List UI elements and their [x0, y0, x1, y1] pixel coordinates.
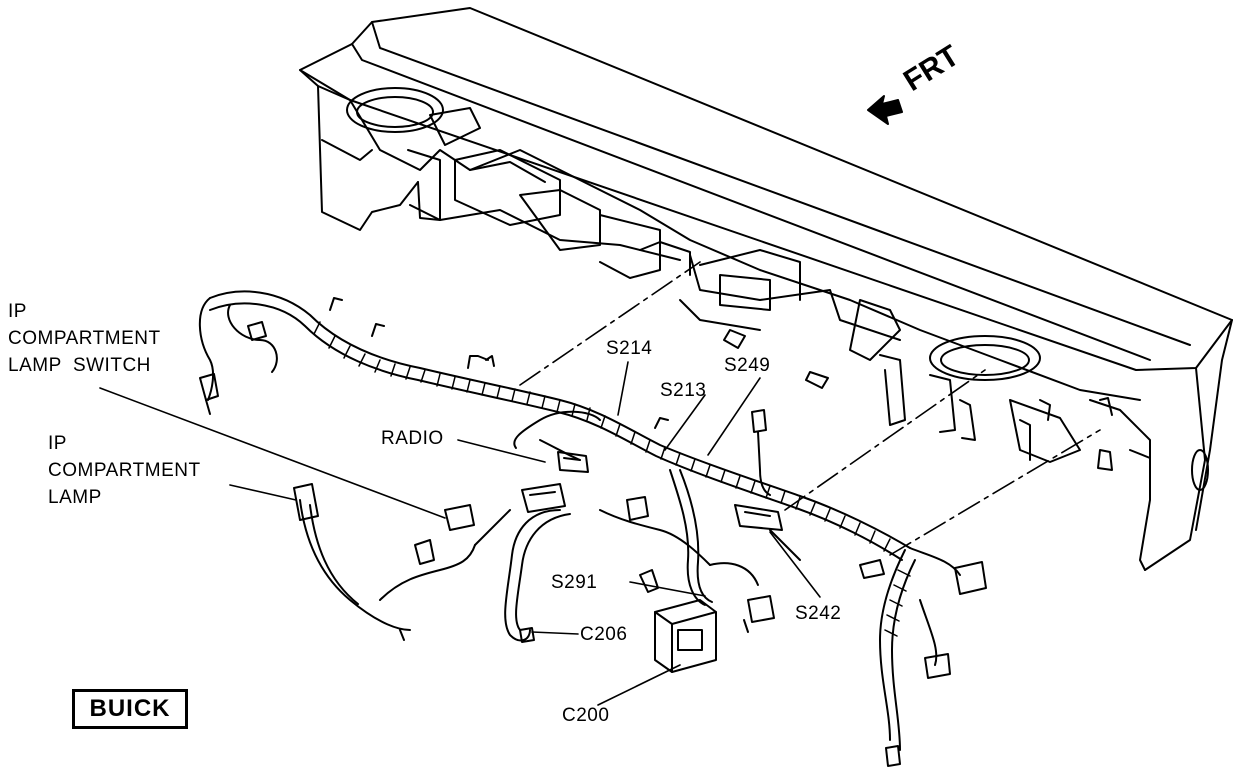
radio-label: RADIO [381, 428, 444, 449]
s213-label: S213 [660, 380, 707, 401]
wiring-harness [198, 290, 987, 767]
c206-label: C206 [580, 624, 628, 645]
label-line: LAMP SWITCH [8, 355, 151, 376]
c200-module [654, 599, 717, 673]
label-line: COMPARTMENT [48, 460, 201, 481]
c200-label: C200 [562, 705, 610, 726]
buick-badge: BUICK [72, 689, 188, 729]
label-line: IP [48, 433, 67, 454]
callout-leaders [99, 361, 821, 706]
s249-label: S249 [724, 355, 771, 376]
ip-compartment-lamp-label: IP COMPARTMENT LAMP [48, 430, 201, 511]
label-line: IP [8, 301, 27, 322]
s242-label: S242 [795, 603, 842, 624]
front-arrow-icon [867, 95, 903, 125]
ip-compartment-lamp-switch-label: IP COMPARTMENT LAMP SWITCH [8, 298, 161, 379]
label-line: LAMP [48, 487, 102, 508]
label-line: COMPARTMENT [8, 328, 161, 349]
s291-label: S291 [551, 572, 598, 593]
leader-lines [519, 261, 1101, 556]
s214-label: S214 [606, 338, 653, 359]
instrument-panel-carrier [299, 7, 1233, 571]
